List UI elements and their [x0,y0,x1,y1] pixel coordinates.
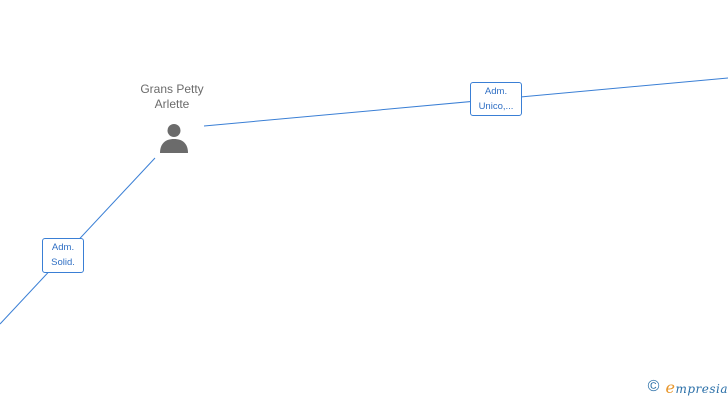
brand-logo-initial: e [665,377,676,397]
brand-footer: © empresia [648,377,728,397]
brand-logo[interactable]: empresia [665,378,728,397]
person-icon[interactable] [159,122,189,154]
edge-line-to-right [203,77,728,127]
person-name-line2: Arlette [154,97,190,111]
role-badge-line2: Solid. [51,257,75,268]
role-badge-line1: Adm. [484,86,508,97]
brand-logo-text: mpresia [675,381,728,396]
role-badge-line1: Adm. [51,242,75,253]
person-name-line1: Grans Petty [140,82,204,96]
copyright-icon: © [647,378,660,395]
role-badge-admin-unico[interactable]: Adm. Unico,... [470,82,522,116]
role-badge-admin-solid[interactable]: Adm. Solid. [42,238,84,273]
role-badge-line2: Unico,... [478,101,514,112]
person-name[interactable]: Grans Petty Arlette [122,82,222,112]
